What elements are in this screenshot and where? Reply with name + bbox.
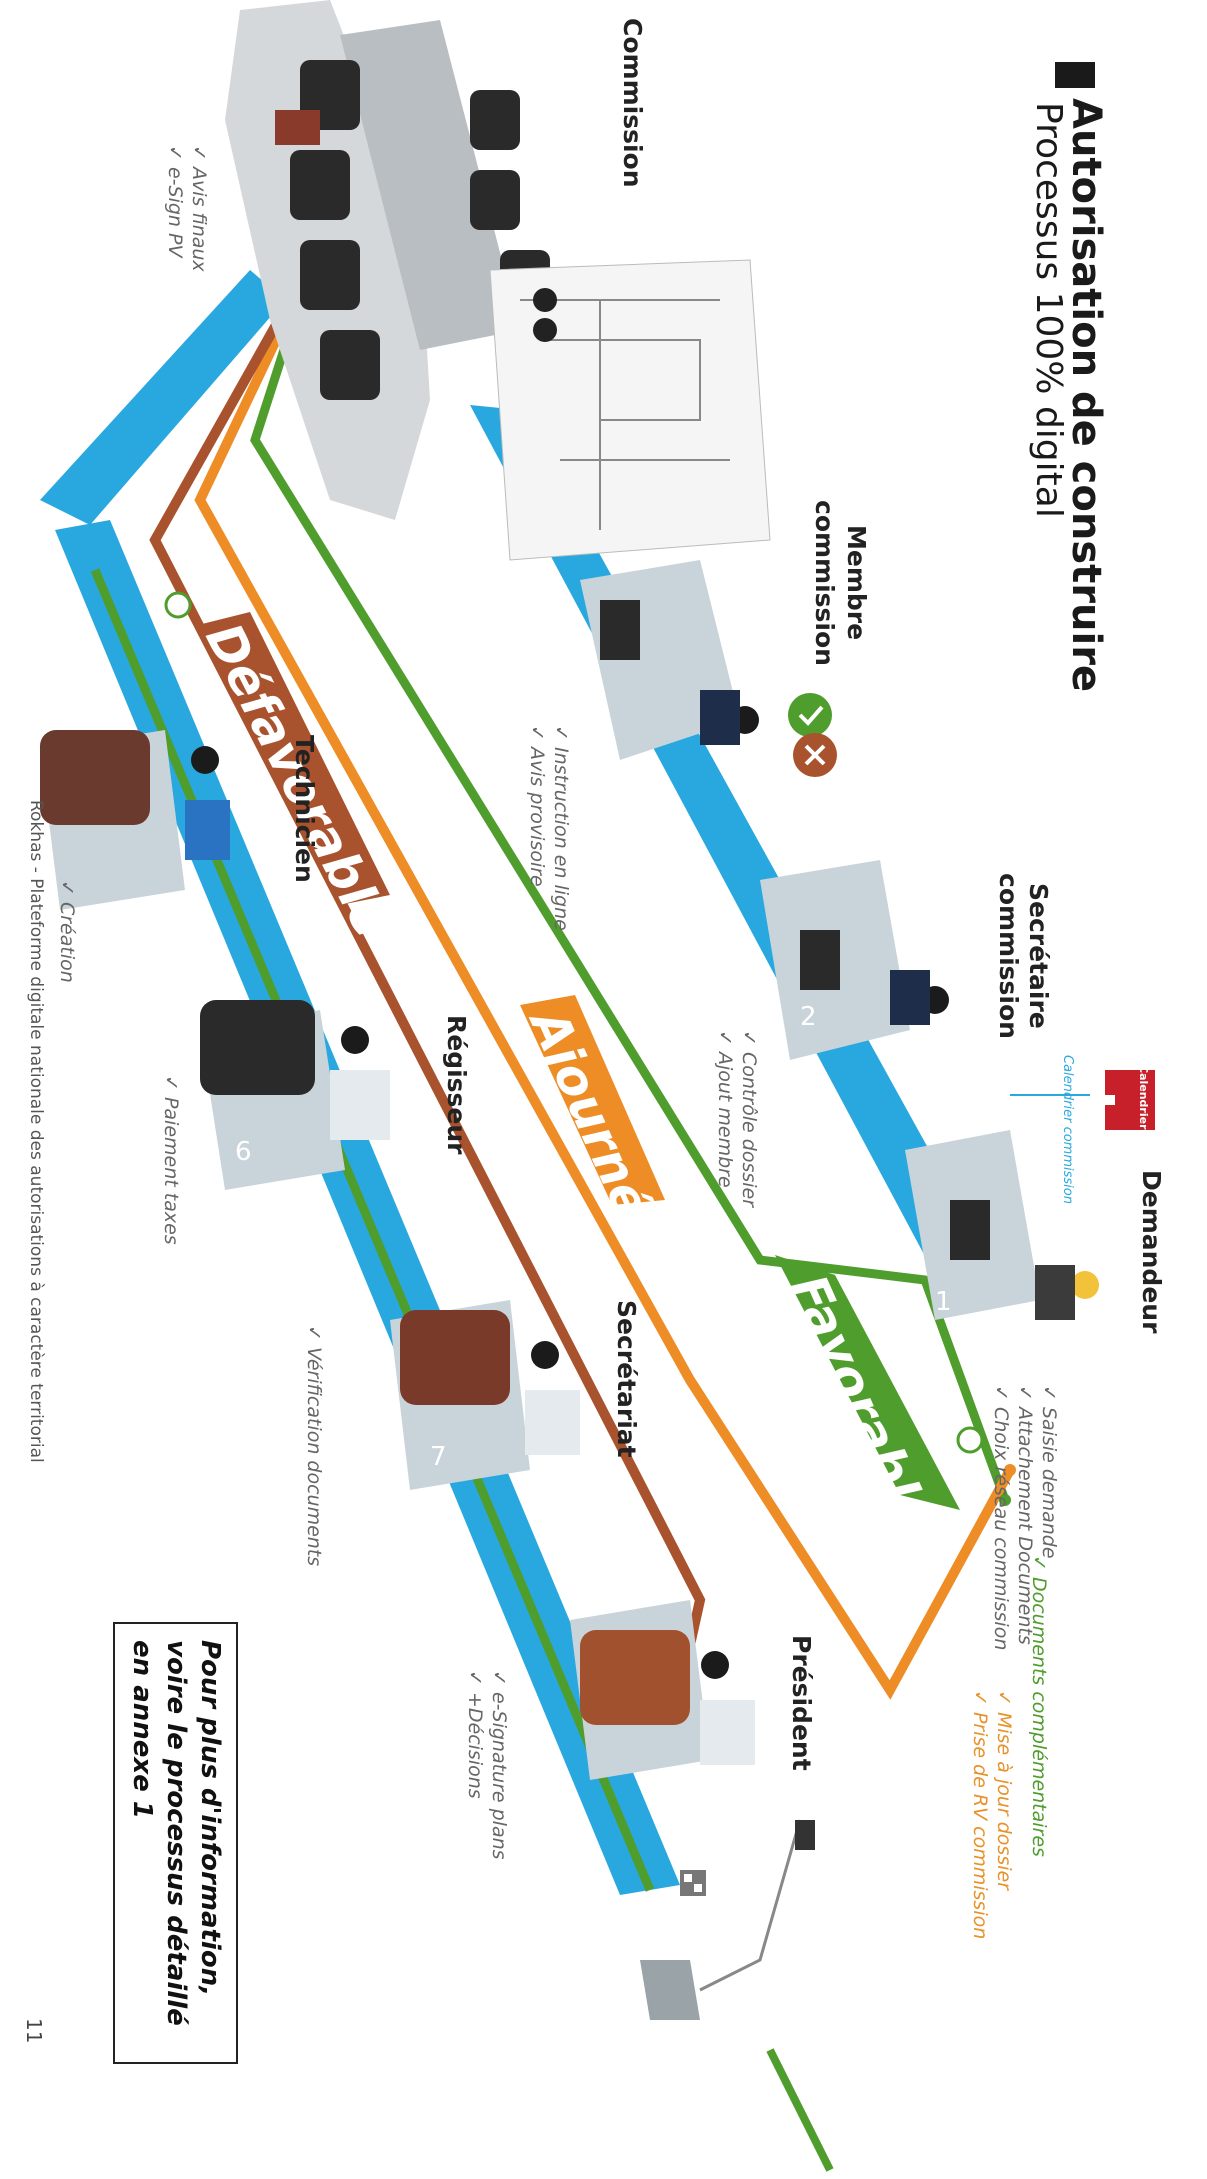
actor-label-membre-commission-1: Membre	[842, 525, 871, 641]
step-list-favorable-followup: ✓ Documents complémentaires	[1026, 1555, 1050, 1857]
step-item: ✓ Avis finaux	[188, 145, 210, 272]
step-item: ✓ Ajout membre	[714, 1030, 737, 1188]
qr-code-icon	[680, 1870, 706, 1896]
desk-regisseur: 6	[200, 1000, 390, 1190]
check-cross-icon	[788, 693, 837, 777]
step-item: ✓ Instruction en ligne	[550, 725, 572, 931]
step-item: ✓ Paiement taxes	[160, 1075, 182, 1245]
info-note-box: Pour plus d'information, voire le proces…	[112, 1622, 238, 2064]
step-list-technicien: ✓ Création	[54, 880, 78, 983]
desk-technicien	[40, 730, 230, 910]
step-list-secretariat: ✓ Vérification documents	[301, 1325, 325, 1566]
step-item: ✓ Création	[56, 880, 78, 983]
step-list-president: ✓ e-Signature plans ✓ +Décisions	[463, 1670, 510, 1860]
actor-label-demandeur: Demandeur	[1137, 1170, 1166, 1334]
page-number: 11	[22, 2018, 46, 2044]
green-route-lower	[90, 568, 655, 1892]
desk-number-1: 1	[935, 1287, 952, 1317]
actor-label-commission: Commission	[618, 18, 647, 188]
blue-track-connector	[40, 270, 285, 525]
step-list-ajourne-followup: ✓ Mise à jour dossier ✓ Prise de RV comm…	[968, 1690, 1015, 1940]
desk-number-2: 2	[800, 1002, 817, 1032]
check-circle-icon	[956, 1426, 984, 1454]
desk-demandeur: 1	[905, 1130, 1099, 1320]
page-title: Autorisation de construire	[1063, 98, 1109, 693]
favorable-text: Favorable	[779, 1266, 944, 1540]
desk-number-3: 3	[590, 712, 607, 742]
step-item: ✓ Choix réseau commission	[990, 1385, 1013, 1651]
desk-president	[570, 1600, 755, 1780]
actor-label-regisseur: Régisseur	[442, 1015, 471, 1155]
actor-label-secretaire-commission-2: commission	[994, 873, 1023, 1039]
actor-label-secretaire-commission-1: Secrétaire	[1024, 883, 1053, 1029]
desk-secretariat: 7	[390, 1300, 580, 1490]
step-list-membre-commission: ✓ Instruction en ligne ✓ Avis provisoire	[525, 725, 572, 931]
step-list-secretaire-commission: ✓ Contrôle dossier ✓ Ajout membre	[713, 1030, 760, 1208]
page-footer: Rokhas - Plateforme digitale nationale d…	[26, 800, 46, 1463]
calendar-badge: Calendrier	[1137, 1065, 1150, 1130]
actor-label-technicien: Technicien	[290, 735, 319, 883]
page-subtitle: Processus 100% digital	[1028, 102, 1069, 518]
desk-secretaire-commission: 2	[760, 860, 949, 1060]
actor-label-membre-commission-2: commission	[810, 500, 839, 666]
step-item: ✓ Documents complémentaires	[1028, 1555, 1050, 1857]
desk-number-6: 6	[235, 1137, 252, 1167]
meeting-table-icon	[225, 0, 771, 561]
calendar-label: Calendrier commission	[1060, 1055, 1075, 1204]
step-item: ✓ Contrôle dossier	[738, 1030, 760, 1208]
green-route	[250, 298, 1010, 1502]
step-item: ✓ Mise à jour dossier	[993, 1690, 1015, 1891]
step-item: ✓ +Décisions	[464, 1670, 487, 1799]
step-item: ✓ Avis provisoire	[526, 725, 549, 887]
title-accent-bar	[1055, 62, 1095, 88]
actor-label-secretariat: Secrétariat	[612, 1300, 641, 1458]
orange-route	[194, 297, 1015, 1700]
actor-label-president: Président	[787, 1635, 816, 1771]
exit-sign-icon	[640, 1819, 834, 2172]
check-circle-icon	[164, 591, 192, 619]
desk-membre-commission: 3	[580, 560, 759, 760]
step-item: ✓ Vérification documents	[303, 1325, 325, 1567]
step-list-commission: ✓ Avis finaux ✓ e-Sign PV	[163, 145, 210, 272]
step-list-regisseur: ✓ Paiement taxes	[158, 1075, 182, 1245]
step-item: ✓ e-Signature plans	[488, 1670, 510, 1860]
calendar-icon	[1100, 1070, 1155, 1130]
desk-number-7: 7	[430, 1442, 447, 1472]
step-item: ✓ Prise de RV commission	[969, 1690, 992, 1940]
step-item: ✓ e-Sign PV	[164, 145, 187, 258]
